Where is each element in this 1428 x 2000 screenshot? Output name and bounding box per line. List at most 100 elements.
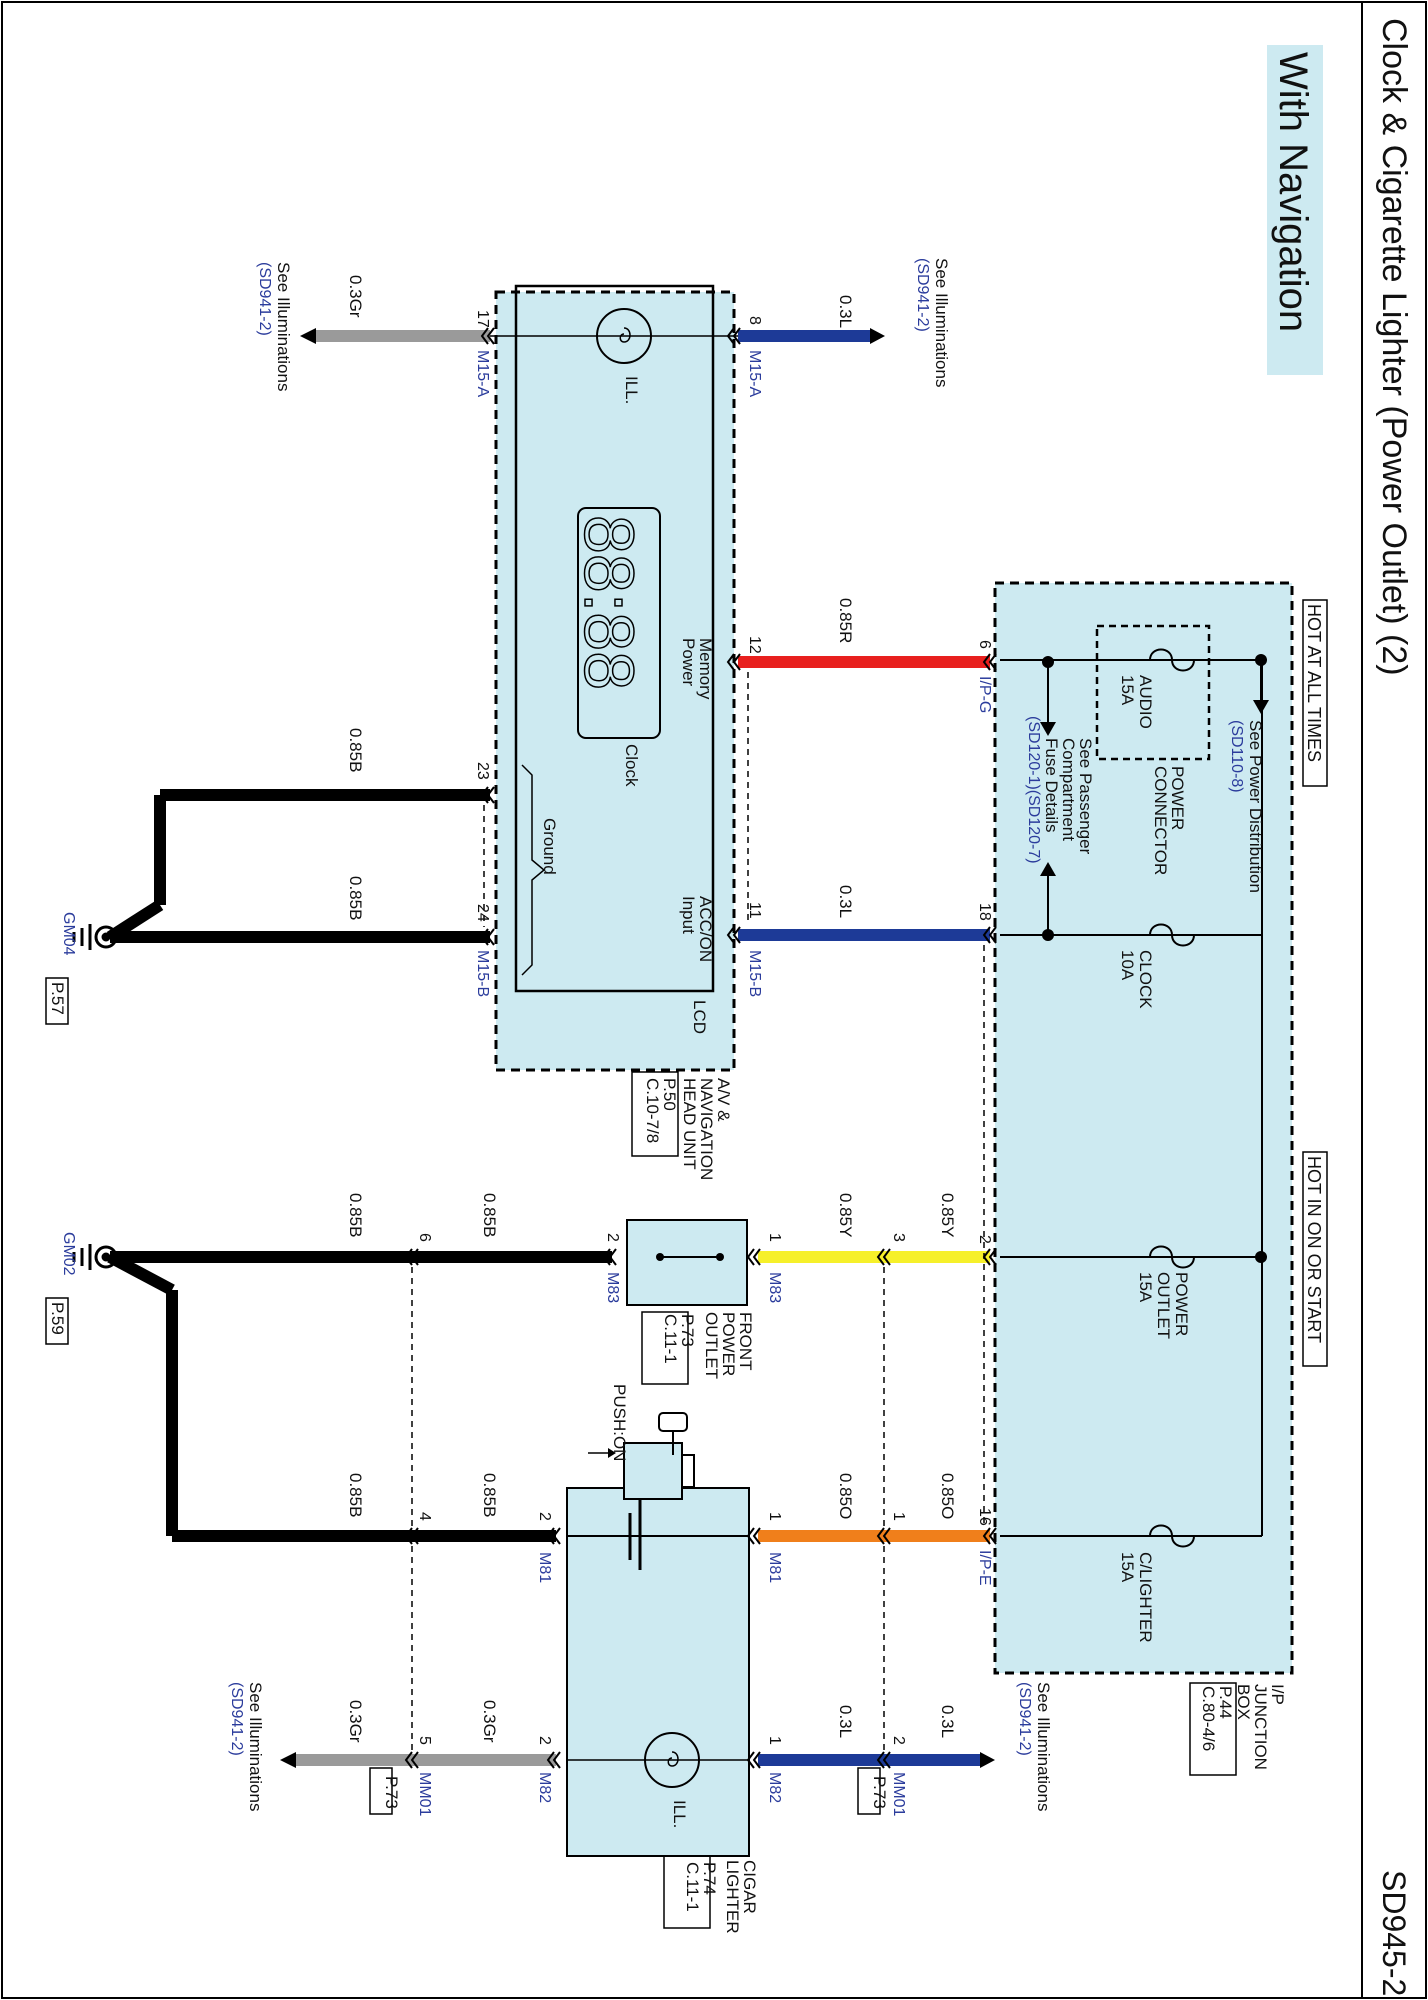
memory-power-label: Memory (696, 638, 715, 700)
acc-input-label: Input (679, 896, 698, 934)
hot-labels: HOT AT ALL TIMES HOT IN ON OR START (1304, 604, 1324, 1343)
audio-fuse-box (1095, 624, 1211, 761)
head-unit-panel (494, 290, 736, 1072)
front-outlet-label: OUTLET (702, 1312, 721, 1379)
pin-label: 3 (890, 1233, 907, 1242)
pin-label: 1 (890, 1512, 907, 1521)
wire-label: 0.3Gr (480, 1700, 499, 1743)
ref-box (45, 977, 69, 1025)
wire-label: 0.3L (938, 1705, 957, 1738)
variant-banner (1267, 45, 1323, 375)
page-ref: P.73 (382, 1776, 401, 1809)
illumination-ref-text: See Illuminations (1034, 1682, 1053, 1811)
clock-label: Clock (622, 744, 641, 787)
arrow-icon (280, 1752, 296, 1768)
connector-label: M83 (766, 1272, 783, 1303)
cigar-lighter-label: LIGHTER (723, 1860, 742, 1934)
ref-box (663, 1855, 711, 1929)
illumination-ref-code: (SD941-2) (228, 1682, 245, 1756)
fuse-icon (1149, 648, 1195, 672)
connector-label: M81 (536, 1552, 553, 1583)
sheet-id: SD945-2 (1376, 1870, 1412, 1996)
ground-id: GM02 (60, 1232, 77, 1276)
wire-label: 0.3L (836, 1705, 855, 1738)
ill-label: ILL. (670, 1800, 689, 1828)
ground-page: P.57 (48, 982, 67, 1015)
illumination-ref-code: (SD941-2) (256, 262, 273, 336)
connector-label: MM01 (416, 1772, 433, 1817)
wire-label: 0.85B (346, 1473, 365, 1517)
page-ref: P.73 (870, 1776, 889, 1809)
ground-icon (72, 924, 118, 950)
wire-label: 0.85Y (836, 1193, 855, 1237)
head-unit-ref: C.10-7/8 (643, 1078, 662, 1143)
head-unit-ref: P.50 (660, 1078, 679, 1111)
head-unit-label: NAVIGATION (697, 1078, 716, 1180)
cigar-lighter-ref: P.74 (700, 1862, 719, 1895)
connector-label: I/P-G (976, 676, 993, 713)
wire-label: 0.85B (346, 728, 365, 772)
junction-box-panel (993, 581, 1294, 1675)
illumination-ref-code: (SD941-2) (914, 258, 931, 332)
outlet-fuse-label: POWER (1172, 1272, 1191, 1336)
pin-label: 5 (416, 1736, 433, 1745)
ref-box (1302, 1151, 1328, 1367)
ref-box (631, 1071, 679, 1157)
clock-display: 88:88 (570, 515, 648, 690)
lamp-icon (596, 308, 652, 364)
connector-markers (404, 327, 997, 1769)
lighter-fuse-label: C/LIGHTER (1136, 1552, 1155, 1643)
audio-fuse-rating: 15A (1118, 675, 1137, 706)
arrow-icon (1253, 700, 1269, 714)
pin-label: 23 (474, 762, 491, 780)
arrow-icon (300, 328, 316, 344)
ground-label: Ground (540, 818, 559, 875)
pin-label: 6 (976, 640, 993, 649)
fuse-icon (1149, 1245, 1195, 1269)
memory-power-label: Power (679, 638, 698, 687)
ref-box (45, 1297, 69, 1345)
pin-label: 2 (536, 1512, 553, 1521)
wire-label: 0.85O (836, 1473, 855, 1519)
connector-label: M15-A (746, 350, 763, 397)
cigar-lighter-label: CIGAR (740, 1860, 759, 1914)
wire-label: 0.85Y (938, 1193, 957, 1237)
pin-label: 2 (976, 1235, 993, 1244)
pin-label: 2 (890, 1736, 907, 1745)
head-unit-label: HEAD UNIT (680, 1078, 699, 1170)
pin-label: 12 (746, 636, 763, 654)
junction-box-ref: C.80-4/6 (1199, 1686, 1218, 1751)
push-on-label: PUSH:ON (610, 1384, 629, 1461)
pin-label: 6 (416, 1233, 433, 1242)
illumination-ref-text: See Illuminations (932, 258, 951, 387)
pin-label: 4 (416, 1512, 433, 1521)
variant-label: With Navigation (1271, 52, 1315, 332)
ground-id: GM04 (60, 912, 77, 956)
pin-label: 2 (536, 1736, 553, 1745)
passenger-fuse-text: Compartment (1059, 738, 1078, 841)
wire-label: 0.85R (836, 598, 855, 643)
arrow-icon (1040, 862, 1056, 876)
junction-dot (1255, 1251, 1267, 1263)
wire-label: 0.3Gr (346, 1700, 365, 1743)
front-outlet-ref: P.73 (678, 1314, 697, 1347)
acc-input-label: ACC/ON (696, 896, 715, 962)
connector-label: M15-B (746, 950, 763, 997)
power-distribution-ref: (SD110-8) (1228, 720, 1245, 793)
cigar-lighter-body (566, 1487, 750, 1857)
illumination-ref-text: See Illuminations (274, 262, 293, 391)
passenger-fuse-text: See Passenger (1076, 738, 1095, 855)
connector-label: M83 (604, 1272, 621, 1303)
front-outlet-label: FRONT (736, 1312, 755, 1371)
junction-box-ref: P.44 (1216, 1686, 1235, 1719)
head-unit-label: A/V & (714, 1078, 733, 1122)
ref-box (857, 1767, 881, 1815)
outlet-contact (656, 1253, 664, 1261)
illumination-ref-code: (SD941-2) (1016, 1682, 1033, 1756)
connector-label: M82 (766, 1772, 783, 1803)
arrow-icon (980, 1752, 995, 1768)
ref-box (1302, 599, 1328, 787)
ref-box (369, 1767, 393, 1815)
